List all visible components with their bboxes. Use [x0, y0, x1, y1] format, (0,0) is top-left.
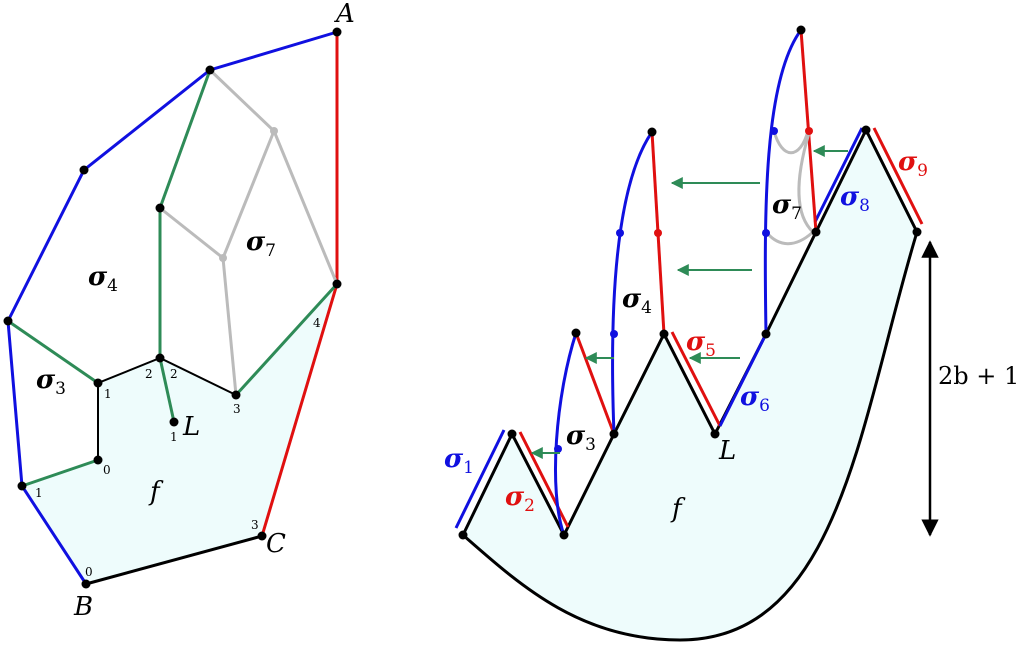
num-2a: 2 — [145, 367, 153, 381]
label-L-right: L — [718, 436, 736, 466]
right-red-vertices — [654, 127, 813, 237]
right-blue-vertices — [554, 127, 778, 453]
black-edge-bc — [85, 534, 263, 586]
label-sigma3-left: σ3 — [36, 365, 66, 399]
spike1-blue — [554, 332, 578, 536]
label-sigma7-right: σ7 — [772, 190, 802, 224]
seg-sigma5 — [670, 331, 722, 427]
blue-boundary — [6, 30, 338, 585]
label-sigma5: σ5 — [686, 327, 716, 361]
label-sigma3-right: σ3 — [566, 421, 596, 455]
green-edges — [7, 69, 339, 488]
height-label: 2b + 1 — [938, 362, 1019, 390]
seg-sigma1 — [454, 429, 506, 529]
bottom-curve — [462, 231, 919, 642]
gray-edges — [159, 68, 339, 396]
label-sigma4-left: σ4 — [88, 262, 118, 296]
seg-sigma2 — [518, 431, 570, 528]
seg-sigma6 — [718, 331, 769, 427]
label-B: B — [73, 592, 93, 622]
face-f-region — [22, 284, 337, 584]
gray-vertices — [219, 127, 278, 262]
spike3-blue — [763, 29, 803, 335]
num-0-mid: 0 — [103, 463, 111, 477]
label-L: L — [182, 412, 200, 442]
num-3-C: 3 — [251, 518, 259, 532]
num-b0: 0 — [85, 565, 93, 579]
label-A: A — [334, 0, 355, 29]
num-2b: 2 — [170, 367, 178, 381]
label-sigma2: σ2 — [505, 482, 535, 516]
seg-sigma9 — [872, 127, 924, 225]
seg-sigma8 — [813, 127, 864, 223]
num-1-inner: 1 — [104, 387, 112, 401]
label-sigma7-left: σ7 — [246, 227, 276, 261]
num-1-left: 1 — [35, 486, 43, 500]
right-black-vertices — [458, 25, 922, 540]
sawtooth-boundary — [461, 126, 919, 539]
label-C: C — [266, 529, 286, 559]
left-figure: A B C L f σ3 σ4 σ7 0 1 0 1 2 2 1 3 3 4 — [3, 0, 355, 622]
label-sigma8: σ8 — [840, 182, 870, 216]
num-3-inner: 3 — [233, 402, 241, 416]
right-figure: 2b + 1 f L σ1 σ2 σ3 σ4 σ5 σ6 σ7 σ8 σ9 — [444, 25, 1019, 642]
label-sigma9: σ9 — [898, 147, 928, 181]
gray-loops — [765, 130, 817, 245]
spike2-blue — [611, 131, 654, 435]
label-sigma4-right: σ4 — [622, 284, 652, 318]
label-sigma1: σ1 — [444, 444, 474, 478]
label-sigma6: σ6 — [740, 382, 770, 416]
spike1-red — [574, 332, 616, 435]
black-inner-path — [97, 356, 237, 460]
green-arrows — [530, 145, 848, 459]
num-1-L: 1 — [170, 430, 178, 444]
num-4: 4 — [313, 316, 321, 330]
left-vertices — [3, 27, 342, 589]
